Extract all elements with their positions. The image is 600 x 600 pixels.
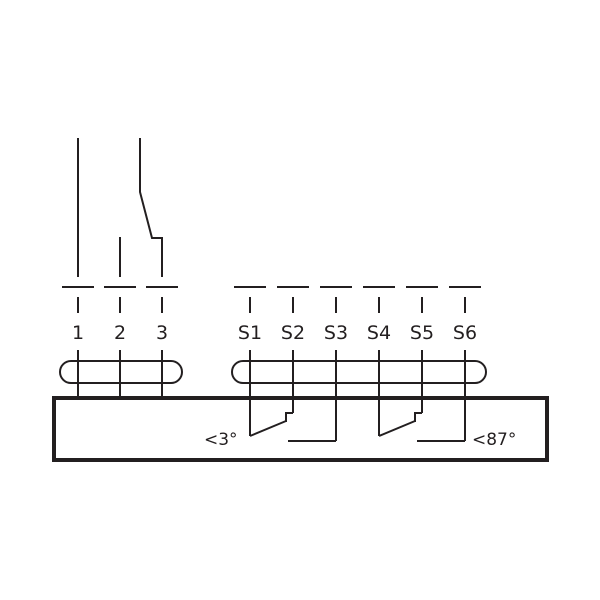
terminal-label-2: 2 xyxy=(114,322,126,344)
supply-wires xyxy=(77,138,163,277)
aux-switch-2-nc-hook xyxy=(414,412,422,422)
aux-switch-1-angle: <3° xyxy=(204,430,238,450)
lower-wires xyxy=(77,350,466,441)
aux-switch-2-contact xyxy=(378,420,416,437)
aux-switch-1-nc-hook xyxy=(285,412,293,422)
terminal-label-3: 3 xyxy=(156,322,168,344)
terminal-bars xyxy=(62,286,481,313)
terminal-label-s1: S1 xyxy=(238,322,262,344)
terminal-label-s5: S5 xyxy=(410,322,434,344)
terminal-label-s4: S4 xyxy=(367,322,391,344)
terminal-label-s6: S6 xyxy=(453,322,477,344)
terminal-labels: 1 2 3 S1 S2 S3 S4 S5 S6 xyxy=(72,322,477,344)
aux-switch-1-contact xyxy=(249,420,287,437)
wire-3-switch xyxy=(139,138,163,277)
aux-switch-1: <3° xyxy=(204,412,336,450)
actuator-housing xyxy=(52,396,549,462)
terminal-label-s2: S2 xyxy=(281,322,305,344)
terminal-label-s3: S3 xyxy=(324,322,348,344)
cable-capsule-aux xyxy=(231,360,487,384)
terminal-label-1: 1 xyxy=(72,322,84,344)
aux-switch-2: <87° xyxy=(378,412,516,450)
aux-switch-2-angle: <87° xyxy=(472,430,516,450)
